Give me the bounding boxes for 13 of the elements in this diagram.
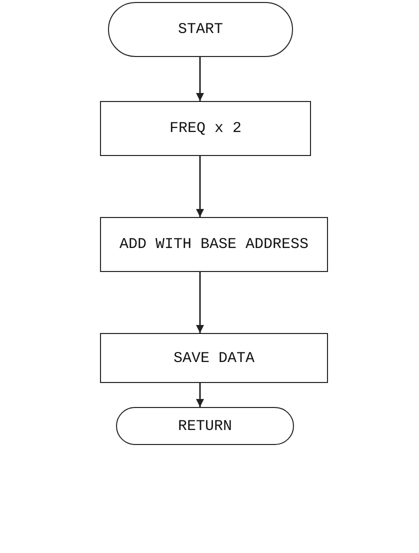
node-label: START (178, 21, 223, 38)
node-label: SAVE DATA (173, 350, 254, 366)
arrow (196, 272, 204, 333)
process-box (100, 101, 311, 156)
node-label: RETURN (178, 418, 232, 434)
arrow (196, 383, 204, 407)
node-label: ADD WITH BASE ADDRESS (119, 236, 309, 253)
process-box (100, 217, 328, 272)
terminal-shape (116, 407, 294, 445)
arrow (196, 57, 204, 101)
node-label: FREQ x 2 (169, 120, 242, 137)
process-box (100, 333, 328, 383)
arrow (196, 156, 204, 217)
